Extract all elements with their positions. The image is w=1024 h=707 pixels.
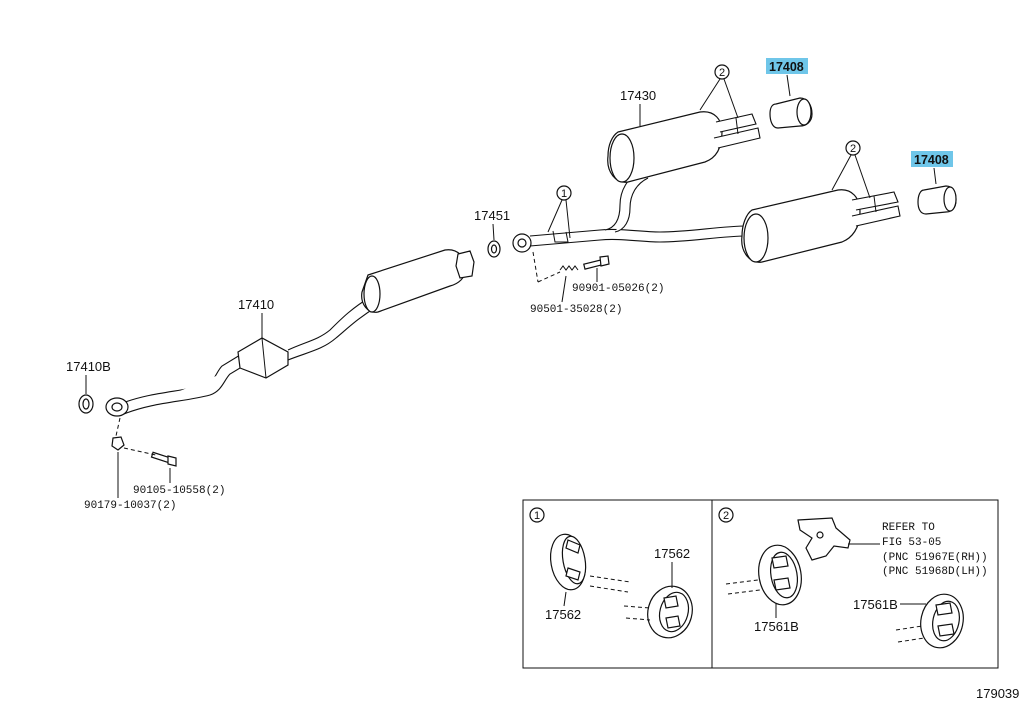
tail-tip-17408-right[interactable] bbox=[917, 185, 957, 215]
label-90501[interactable]: 90501-35028(2) bbox=[530, 304, 622, 316]
highlight-17408-top bbox=[766, 58, 808, 74]
label-17408-right[interactable]: 17408 bbox=[914, 153, 949, 167]
label-17408-top[interactable]: 17408 bbox=[769, 60, 804, 74]
bolt-90901[interactable] bbox=[583, 255, 610, 270]
refer-line-1: REFER TO bbox=[882, 522, 935, 534]
gasket-17451[interactable] bbox=[487, 240, 501, 258]
label-17430[interactable]: 17430 bbox=[620, 88, 656, 103]
inset-box-1: 1 17562 17562 bbox=[522, 499, 713, 669]
inset-1-number bbox=[529, 507, 545, 523]
label-17451[interactable]: 17451 bbox=[474, 208, 510, 223]
inset-1-label-b[interactable]: 17562 bbox=[654, 546, 690, 561]
inset-1-label-a[interactable]: 17562 bbox=[545, 607, 581, 622]
figure-id: 179039 bbox=[976, 686, 1019, 701]
gasket-17410b[interactable] bbox=[78, 394, 94, 414]
muffler-17430[interactable] bbox=[607, 111, 761, 183]
bracket-reference[interactable] bbox=[797, 517, 851, 561]
label-90901[interactable]: 90901-05026(2) bbox=[572, 283, 664, 295]
inset-2-label-a[interactable]: 17561B bbox=[754, 619, 799, 634]
label-90105[interactable]: 90105-10558(2) bbox=[133, 485, 225, 497]
tail-tip-17408-top[interactable] bbox=[769, 97, 813, 129]
svg-text:1: 1 bbox=[534, 510, 540, 522]
inset-2-number bbox=[718, 507, 734, 523]
refer-line-3: (PNC 51967E(RH)) bbox=[882, 552, 988, 564]
refer-line-4: (PNC 51968D(LH)) bbox=[882, 566, 988, 578]
highlight-17408-right bbox=[911, 151, 953, 167]
label-90179[interactable]: 90179-10037(2) bbox=[84, 500, 176, 512]
callout-1 bbox=[556, 185, 572, 201]
inset-2-label-b[interactable]: 17561B bbox=[853, 597, 898, 612]
callout-2-lower bbox=[845, 140, 861, 156]
hanger-17562-right[interactable] bbox=[642, 581, 698, 643]
label-17410b[interactable]: 17410B bbox=[66, 359, 111, 374]
svg-text:1: 1 bbox=[561, 188, 567, 200]
hanger-17561b-right[interactable] bbox=[916, 590, 968, 652]
svg-text:2: 2 bbox=[850, 143, 856, 155]
hanger-17561b-left[interactable] bbox=[754, 542, 806, 608]
inset-box-2: 2 REFER TO FIG 53-05 (PNC 51967E(RH)) (P… bbox=[711, 499, 999, 669]
callout-2-upper bbox=[714, 64, 730, 80]
refer-line-2: FIG 53-05 bbox=[882, 537, 941, 549]
hanger-17562-left[interactable] bbox=[546, 531, 589, 592]
svg-text:2: 2 bbox=[719, 67, 725, 79]
svg-text:2: 2 bbox=[723, 510, 729, 522]
label-17410[interactable]: 17410 bbox=[238, 297, 274, 312]
nut-90179[interactable] bbox=[111, 436, 125, 451]
spring-90501[interactable] bbox=[559, 265, 579, 271]
muffler-rear[interactable] bbox=[741, 189, 901, 263]
front-exhaust-pipe[interactable] bbox=[105, 249, 475, 417]
rear-exhaust-pipe[interactable] bbox=[512, 169, 749, 253]
